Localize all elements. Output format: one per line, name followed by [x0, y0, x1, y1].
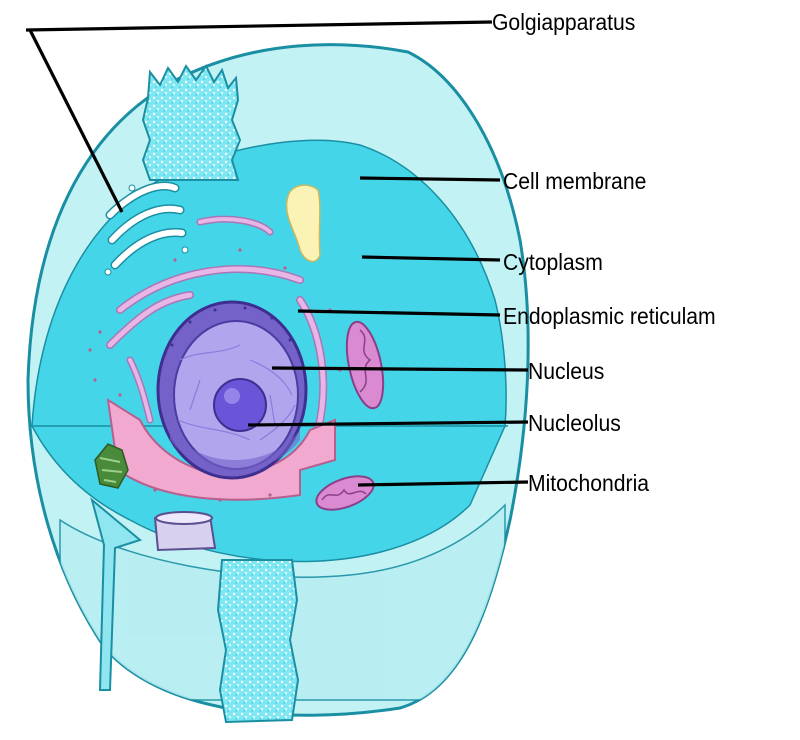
leader-golgi-top [26, 22, 492, 30]
leader-cell-membrane [360, 178, 500, 180]
top-channel [143, 66, 240, 180]
label-cytoplasm: Cytoplasm [503, 249, 603, 275]
bottom-channel [218, 560, 298, 722]
leader-nucleus [272, 368, 528, 370]
label-nucleus: Nucleus [528, 358, 604, 384]
label-endoplasmic-reticulum: Endoplasmic reticulam [503, 303, 716, 329]
label-cell-membrane: Cell membrane [503, 168, 646, 194]
nucleolus [214, 379, 266, 431]
centriole [155, 512, 215, 550]
label-golgi-apparatus: Golgiapparatus [492, 9, 635, 35]
label-mitochondria: Mitochondria [528, 470, 650, 496]
label-nucleolus: Nucleolus [528, 410, 621, 436]
